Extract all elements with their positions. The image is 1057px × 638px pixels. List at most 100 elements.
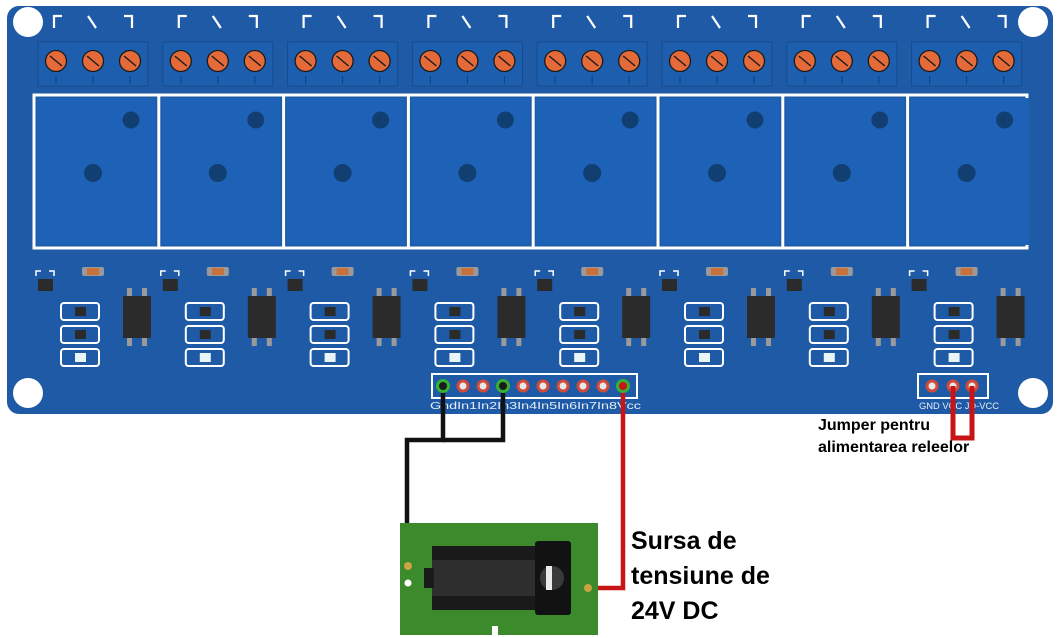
ic-pin: [391, 338, 397, 346]
resistor-outline: [808, 325, 849, 344]
relay-hole-small: [247, 111, 265, 129]
pin-vcc-connected: [616, 379, 630, 393]
dc-jack-hole: [404, 579, 412, 587]
relay-channel-6: [656, 14, 780, 367]
transistor-outline: [784, 270, 804, 276]
led: [324, 353, 336, 362]
relay-channel-8: [906, 14, 1030, 367]
led-outline: [309, 348, 350, 367]
optocoupler: [996, 296, 1025, 338]
resistor: [449, 330, 461, 339]
relay-hole-small: [996, 111, 1014, 129]
transistor-outline: [908, 270, 929, 276]
relay-hole-large: [333, 164, 352, 182]
ic-pin: [501, 338, 507, 346]
optocoupler: [871, 296, 900, 338]
jumper-annotation: Jumper pentru alimentarea releelor: [818, 415, 969, 459]
nc-contact-symbol: [623, 14, 633, 28]
ic-pin: [1015, 338, 1021, 346]
diode-band: [586, 268, 599, 275]
ic-pin: [142, 338, 147, 346]
ic-pin: [766, 288, 771, 296]
dc-jack-center-pin: [546, 566, 552, 590]
ic-pin: [751, 338, 756, 346]
com-contact-symbol: [586, 15, 597, 29]
dc-power-jack-board: [400, 523, 598, 635]
ic-pin: [626, 288, 632, 296]
in3-wire-black: [443, 386, 506, 443]
resistor: [199, 330, 211, 339]
led-outline: [808, 348, 849, 367]
screw-slot: [299, 55, 313, 67]
ic-pin: [127, 338, 132, 346]
resistor: [574, 330, 586, 339]
screw-slot: [710, 55, 724, 67]
jumper-wire: [950, 386, 975, 441]
resistor-outline: [559, 325, 600, 344]
power-source-line-2: tensiune de: [631, 562, 770, 590]
led-outline: [184, 348, 225, 367]
dc-jack-side-pin: [424, 568, 434, 588]
led-outline: [60, 348, 100, 367]
diode-band: [211, 268, 224, 275]
com-contact-symbol: [336, 15, 347, 29]
screw-slot: [622, 55, 636, 67]
no-contact-symbol: [427, 14, 437, 28]
resistor: [324, 330, 336, 339]
pin-gnd-connected: [436, 379, 450, 393]
resistor-outline: [309, 325, 350, 344]
com-contact-symbol: [461, 15, 472, 29]
ic-pin: [127, 288, 132, 296]
relay-hole-large: [957, 164, 976, 182]
ic-pin: [266, 288, 272, 296]
resistor: [699, 330, 710, 339]
transistor-outline: [284, 270, 305, 276]
transistor-outline: [659, 270, 679, 276]
nc-contact-symbol: [248, 14, 258, 28]
transistor: [162, 279, 178, 291]
transistor-outline: [534, 270, 554, 276]
optocoupler: [622, 296, 651, 338]
nc-contact-symbol: [997, 14, 1007, 28]
mount-hole-bottom-left: [13, 378, 43, 408]
optocoupler: [247, 296, 276, 338]
screw-slot: [336, 55, 350, 67]
diode-band: [960, 268, 973, 275]
ic-pin: [142, 288, 147, 296]
relay-hole-large: [208, 164, 227, 182]
resistor-outline: [60, 325, 100, 344]
input-header-labels: GndIn1In2In3In4In5In6In7In8Vcc: [430, 400, 641, 412]
relay-channel-2: [157, 14, 281, 367]
header-pin-in8: [596, 379, 610, 393]
transistor-outline: [160, 270, 180, 276]
resistor-outline: [434, 302, 475, 321]
ic-pin: [875, 288, 881, 296]
no-contact-symbol: [177, 14, 187, 28]
transistor-outline: [35, 270, 55, 276]
resistor-outline: [933, 325, 974, 344]
relay-hole-small: [372, 111, 390, 129]
resistor-outline: [684, 302, 724, 321]
ic-pin: [1000, 338, 1006, 346]
screw-slot: [174, 55, 188, 67]
resistor-outline: [559, 302, 600, 321]
screw-slot: [960, 55, 974, 67]
ic-pin: [1000, 288, 1006, 296]
transistor: [412, 279, 428, 291]
no-contact-symbol: [302, 14, 312, 28]
led-outline: [684, 348, 724, 367]
relay-hole-small: [122, 111, 140, 129]
led-outline: [933, 348, 974, 367]
resistor: [823, 307, 835, 316]
led: [449, 353, 461, 362]
diode-band: [835, 268, 848, 275]
led: [574, 353, 586, 362]
led: [75, 353, 86, 362]
resistor-outline: [184, 325, 225, 344]
com-contact-symbol: [960, 15, 971, 29]
relay-hole-small: [871, 111, 889, 129]
diode-band: [336, 268, 349, 275]
resistor: [75, 307, 86, 316]
ic-pin: [516, 288, 522, 296]
led: [948, 353, 960, 362]
